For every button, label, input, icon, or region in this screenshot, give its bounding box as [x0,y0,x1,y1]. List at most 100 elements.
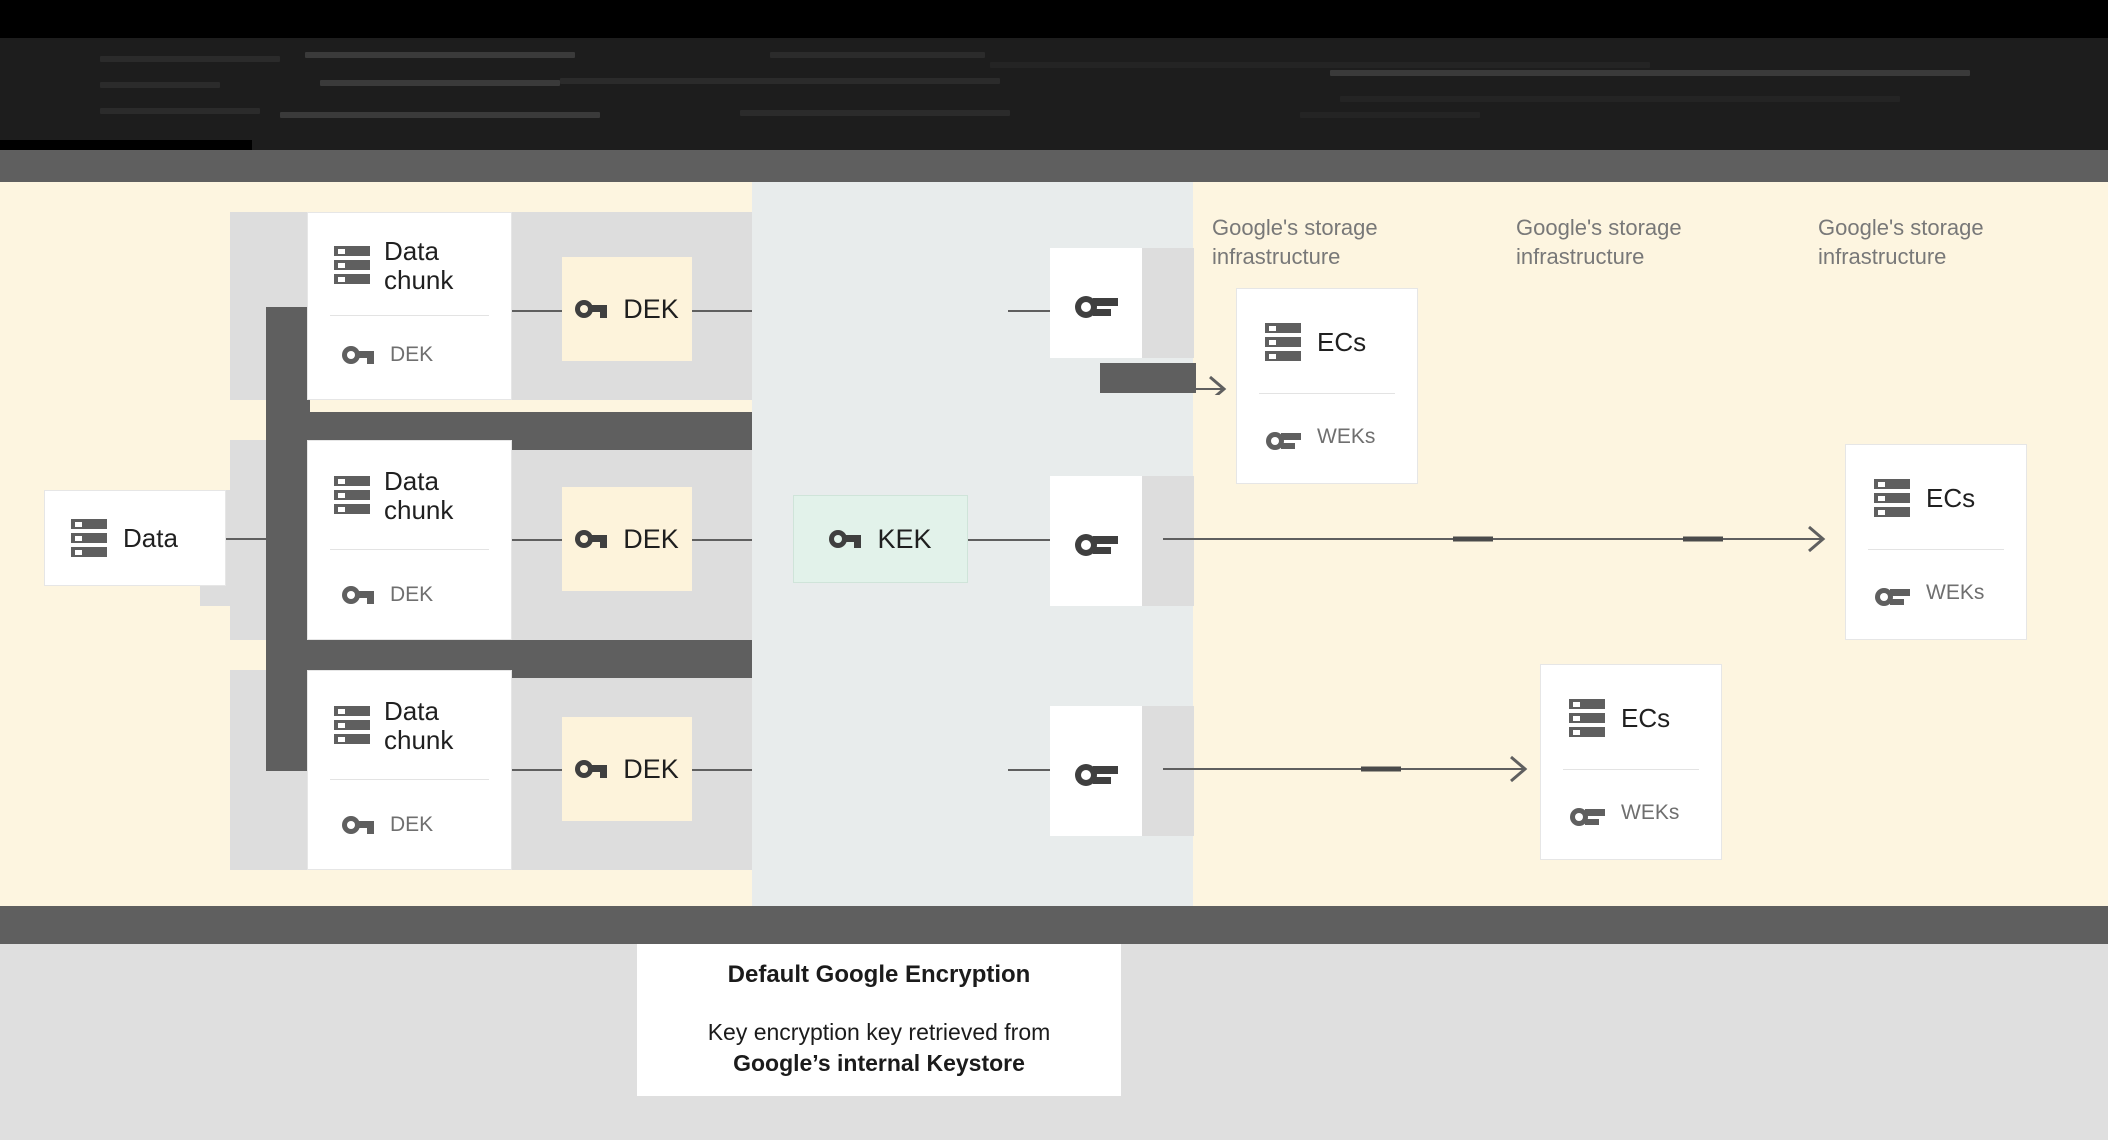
caption-line-1: Key encryption key retrieved from [707,1018,1051,1045]
card-divider [330,315,489,316]
header-black-strip [0,140,252,152]
ecs-key-label: WEKs [1621,801,1680,825]
ecs-key-row: WEKs [1265,423,1375,451]
dek-box[interactable]: DEK [562,487,692,591]
card-divider [1563,769,1699,770]
redacted-line [560,78,1000,84]
ecs-header: ECs [1874,477,1975,521]
connector-chunk3-to-dek3 [512,769,562,771]
data-source-card[interactable]: Data [44,490,226,586]
card-divider [330,779,489,780]
data-chunk-key-row: DEK [342,343,433,367]
key-icon [1874,579,1910,607]
storage-infrastructure-label: Google's storage infrastructure [1818,215,1984,270]
key-icon [1265,423,1301,451]
ecs-header: ECs [1265,321,1366,365]
redacted-line [280,112,600,118]
ecs-key-label: WEKs [1926,581,1985,605]
ecs-title: ECs [1317,327,1367,358]
ecs-header: ECs [1569,697,1670,741]
data-source-label: Data [123,523,178,554]
data-chunk-header: Data chunk [334,696,454,756]
connector-dek2-to-column [692,539,752,541]
redacted-line [770,52,985,58]
wrapped-key-tile[interactable] [1050,476,1142,606]
header-top-black-bar [0,0,2108,38]
redacted-line [1340,96,1900,102]
redacted-line [1300,112,1480,118]
server-icon [1569,697,1605,741]
caption-title: Default Google Encryption [727,960,1031,988]
key-icon [575,757,608,781]
dek-box[interactable]: DEK [562,717,692,821]
key-icon [342,343,374,367]
data-chunk-card[interactable]: Data chunk DEK [307,670,512,870]
key-icon [1074,286,1118,320]
redacted-line [100,82,220,88]
redacted-line [1330,70,1970,76]
key-icon [575,297,608,321]
data-chunk-title: Data chunk [384,466,454,526]
top-grey-band [0,150,2108,182]
server-icon [71,517,107,561]
ecs-key-row: WEKs [1569,799,1679,827]
ecs-key-row: WEKs [1874,579,1984,607]
connector-data-to-bracket [226,538,286,540]
dek-label: DEK [623,753,679,784]
caption-line-2: Google’s internal Keystore [733,1050,1025,1076]
ecs-title: ECs [1621,703,1671,734]
key-icon [1074,524,1118,558]
data-source-row: Data [71,517,178,561]
card-divider [1259,393,1395,394]
key-icon [829,527,862,551]
ecs-key-label: WEKs [1317,425,1376,449]
ecs-title: ECs [1926,483,1976,514]
arrow-to-ecs1 [1160,375,1227,395]
key-icon [1074,754,1118,788]
ecs-card[interactable]: ECs WEKs [1236,288,1418,484]
data-chunk-key-row: DEK [342,813,433,837]
caption-card: Default Google Encryption Key encryption… [637,944,1121,1096]
data-chunk-header: Data chunk [334,236,453,295]
arrow-keytile3-to-ecs2 [1163,755,1528,783]
redacted-line [320,80,560,86]
server-icon [334,474,370,518]
key-icon [1569,799,1605,827]
redacted-line [990,62,1650,68]
card-divider [330,549,489,550]
data-chunk-key-label: DEK [390,343,434,367]
bottom-grey-band [0,906,2108,944]
data-chunk-header: Data chunk [334,466,454,526]
ecs-card[interactable]: ECs WEKs [1540,664,1722,860]
wrapped-key-tile[interactable] [1050,248,1142,358]
connector-column-to-keytile1 [1008,310,1050,312]
key-icon [342,583,374,607]
connector-chunk2-to-dek2 [512,539,562,541]
data-chunk-card[interactable]: Data chunk DEK [307,212,512,400]
connector-chunk1-to-dek1 [512,310,562,312]
wrapped-key-tile[interactable] [1050,706,1142,836]
server-icon [1265,321,1301,365]
data-chunk-key-label: DEK [390,813,434,837]
data-chunk-card[interactable]: Data chunk DEK [307,440,512,640]
storage-infrastructure-label: Google's storage infrastructure [1516,215,1682,270]
ecs-card[interactable]: ECs WEKs [1845,444,2027,640]
connector-column-to-keytile3 [1008,769,1050,771]
kek-box[interactable]: KEK [793,495,968,583]
redacted-line [740,110,1010,116]
server-icon [334,244,370,288]
redacted-line [305,52,575,58]
data-chunk-key-row: DEK [342,583,433,607]
arrow-keytile2-to-ecs3 [1163,525,1826,553]
key-icon [342,813,374,837]
redacted-line [100,56,280,62]
data-chunk-key-label: DEK [390,583,434,607]
dek-box[interactable]: DEK [562,257,692,361]
card-divider [1868,549,2004,550]
dek-label: DEK [623,523,679,554]
storage-infrastructure-label: Google's storage infrastructure [1212,215,1378,270]
data-chunk-title: Data chunk [384,696,454,756]
server-icon [334,704,370,748]
key-icon [575,527,608,551]
